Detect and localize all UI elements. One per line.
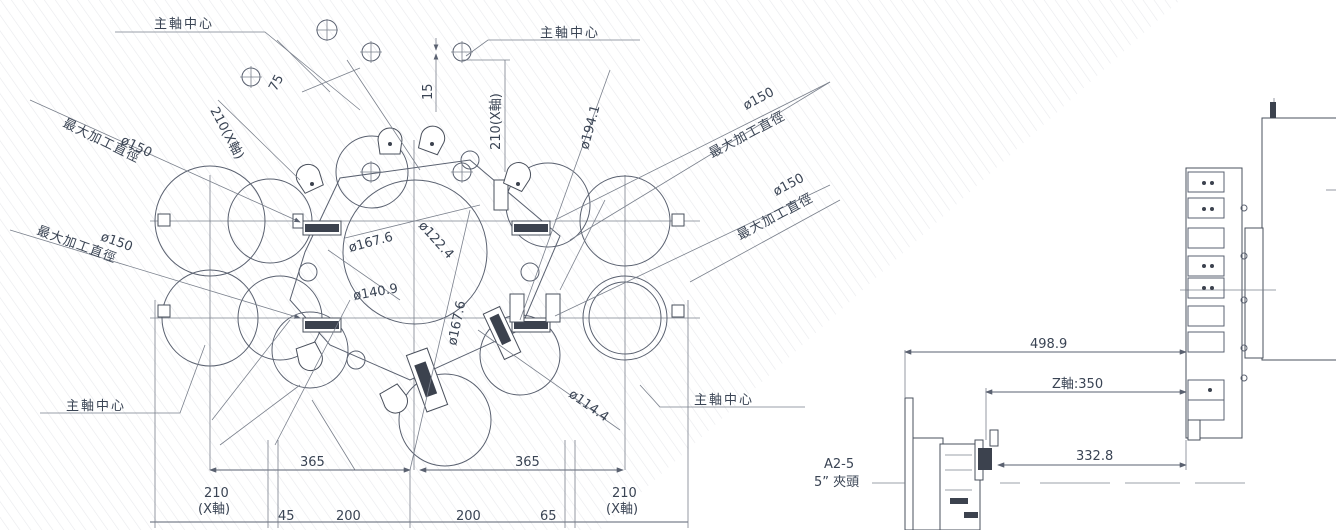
label-365-right: 365 bbox=[515, 455, 540, 470]
label-spindle-center-4: 主軸中心 bbox=[694, 393, 754, 408]
label-210-left: 210 bbox=[204, 486, 229, 501]
label-332-8: 332.8 bbox=[1076, 449, 1113, 464]
label-a2-5: A2-5 bbox=[824, 457, 854, 472]
label-365-left: 365 bbox=[300, 455, 325, 470]
label-210-x-2: 210(X軸) bbox=[489, 93, 504, 150]
label-15: 15 bbox=[421, 83, 436, 100]
label-x-axis-right: (X軸) bbox=[606, 502, 638, 517]
label-498-9: 498.9 bbox=[1030, 337, 1067, 352]
label-45: 45 bbox=[278, 509, 295, 524]
side-view-labels: 498.9 Z軸:350 332.8 A2-5 5” 夾頭 bbox=[814, 337, 1113, 490]
background-band bbox=[0, 0, 1180, 530]
label-chuck: 5” 夾頭 bbox=[814, 475, 859, 490]
label-75: 75 bbox=[266, 72, 287, 94]
label-x-axis-left: (X軸) bbox=[198, 502, 230, 517]
label-spindle-center-1: 主軸中心 bbox=[154, 17, 214, 32]
label-z350: Z軸:350 bbox=[1052, 377, 1103, 392]
label-210-right: 210 bbox=[612, 486, 637, 501]
label-65: 65 bbox=[540, 509, 557, 524]
side-view bbox=[872, 98, 1336, 530]
label-spindle-center-3: 主軸中心 bbox=[66, 399, 126, 414]
label-200-left: 200 bbox=[336, 509, 361, 524]
label-spindle-center-2: 主軸中心 bbox=[540, 26, 600, 41]
label-200-right: 200 bbox=[456, 509, 481, 524]
turret-view bbox=[9, 19, 841, 528]
